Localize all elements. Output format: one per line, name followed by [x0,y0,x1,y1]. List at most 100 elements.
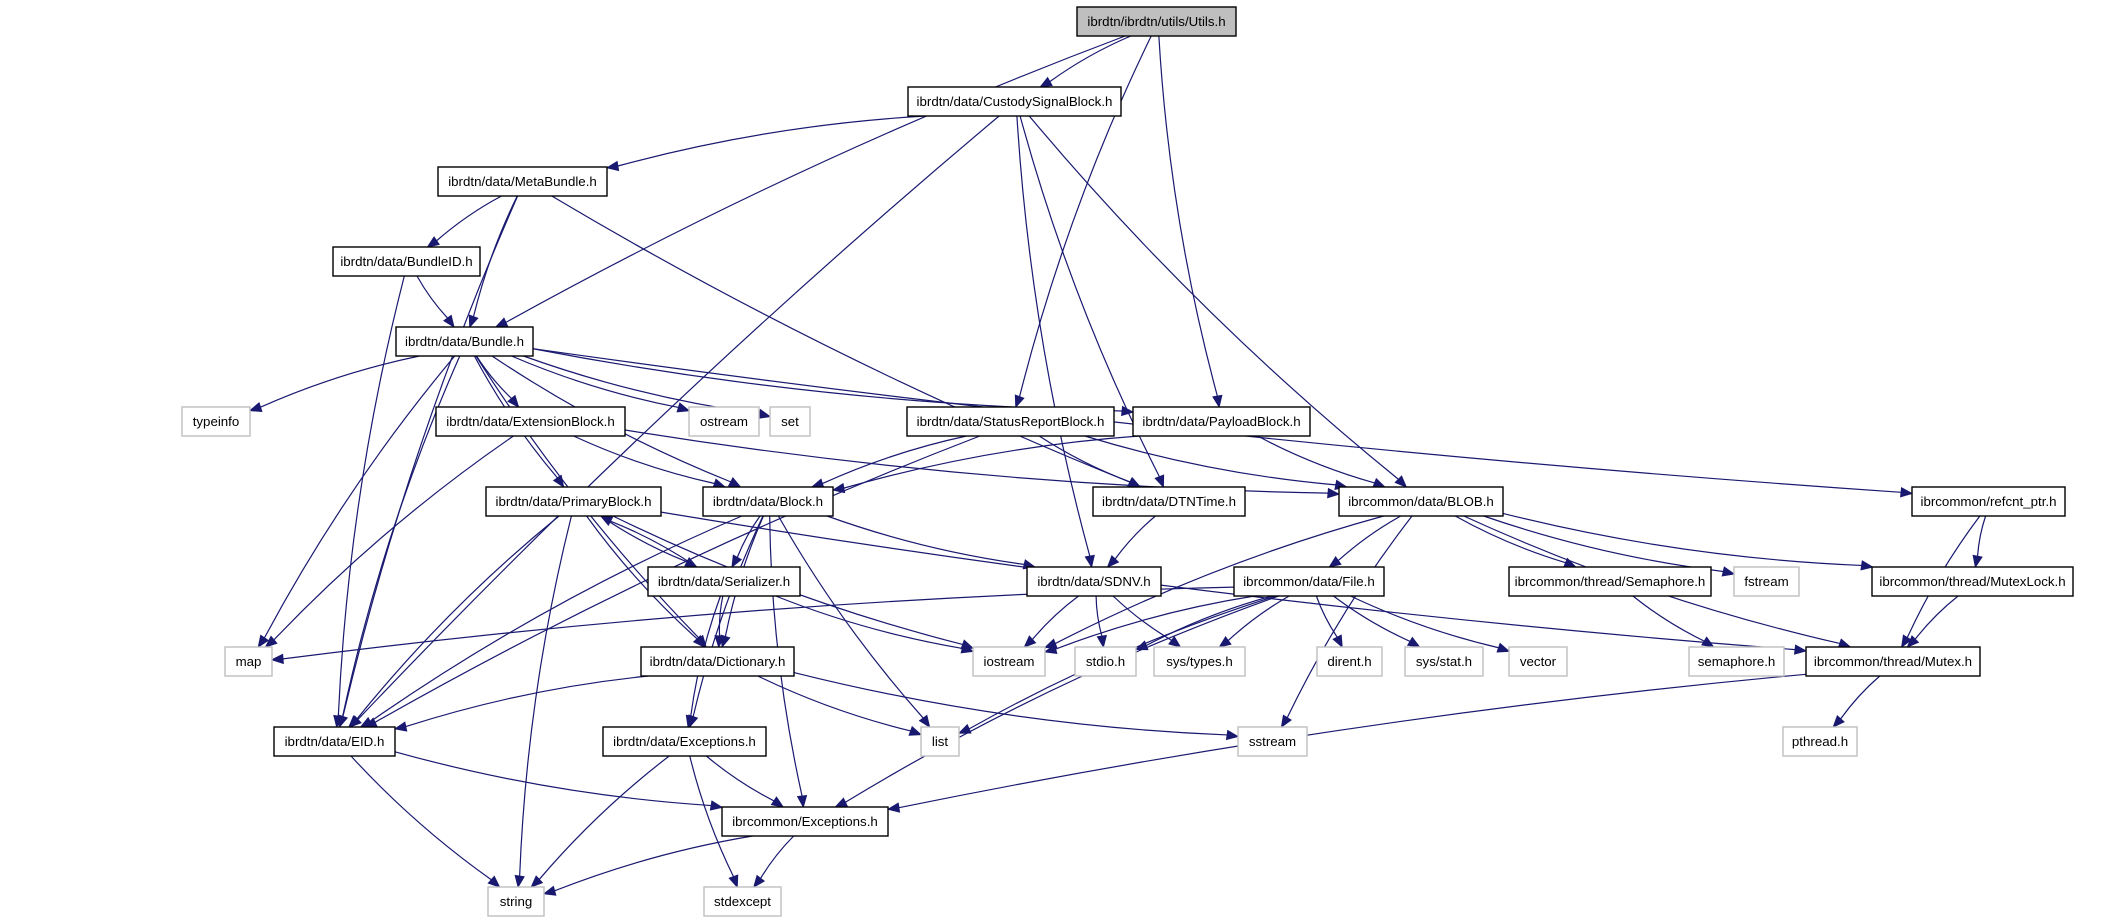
node-label: semaphore.h [1698,654,1776,669]
node-bundle[interactable]: ibrdtn/data/Bundle.h [395,326,534,357]
edge-line [1049,35,1131,83]
edge-dictionary-to-list [757,675,923,736]
node-label: ibrdtn/data/EID.h [285,734,385,749]
node-dictionary[interactable]: ibrdtn/data/Dictionary.h [640,646,795,677]
node-label: ibrdtn/data/ExtensionBlock.h [446,414,615,429]
arrowhead-icon [757,408,772,419]
arrowhead-icon [1023,635,1037,648]
arrowhead-icon [770,796,785,808]
node-label: stdexcept [714,894,771,909]
node-mutex[interactable]: ibrcommon/thread/Mutex.h [1805,646,1981,677]
node-label: iostream [984,654,1035,669]
node-eid[interactable]: ibrdtn/data/EID.h [273,726,396,757]
edge-line [416,275,448,319]
edge-file-to-vector [1350,595,1511,653]
edge-line [394,751,712,807]
node-label: ibrdtn/data/PayloadBlock.h [1142,414,1300,429]
edge-primary-to-mutex [660,511,1808,655]
edge-line [369,515,743,723]
edge-line [1055,595,1255,650]
edge-primary-to-string [514,515,572,889]
edge-blob-to-semaphore [1454,515,1577,568]
node-file[interactable]: ibrcommon/data/File.h [1233,566,1385,597]
edge-line [263,355,456,639]
edge-line [898,673,1807,809]
edge-line [1914,595,1959,640]
arrowhead-icon [264,635,278,648]
node-box [640,646,795,677]
node-label: ibrdtn/data/Exceptions.h [613,734,756,749]
edge-eid-to-ibrexceptions [394,751,724,811]
node-box [1338,486,1504,517]
arrowhead-icon [393,721,408,732]
node-ibrexceptions[interactable]: ibrcommon/Exceptions.h [721,806,889,837]
node-statusreport[interactable]: ibrdtn/data/StatusReportBlock.h [906,406,1115,437]
edge-statusreport-to-blob [1084,435,1348,490]
edge-custody-to-metabundle [605,115,926,172]
node-exceptions[interactable]: ibrdtn/data/Exceptions.h [602,726,767,757]
node-label: ibrdtn/data/CustodySignalBlock.h [917,94,1113,109]
node-box [1805,646,1981,677]
node-sdnv[interactable]: ibrdtn/data/SDNV.h [1026,566,1162,597]
node-label: string [500,894,533,909]
node-utils[interactable]: ibrdtn/ibrdtn/utils/Utils.h [1076,6,1237,37]
edge-exceptions-to-stdexcept [689,755,739,889]
edge-line [538,755,670,880]
edge-sdnv-to-iostream [1023,595,1079,648]
node-box [769,406,811,437]
edge-utils-to-custody [1039,35,1131,88]
node-dtntime[interactable]: ibrdtn/data/DTNTime.h [1092,486,1246,517]
edge-exceptions-to-string [530,755,670,888]
node-primary[interactable]: ibrdtn/data/PrimaryBlock.h [485,486,662,517]
node-box [1092,486,1246,517]
edge-line [1054,515,1384,645]
node-label: ibrdtn/data/MetaBundle.h [448,174,597,189]
node-label: sstream [1249,734,1296,749]
node-bundleid[interactable]: ibrdtn/data/BundleID.h [332,246,481,277]
edge-file-to-iostream [1043,595,1255,655]
edge-line [793,671,1228,736]
node-block[interactable]: ibrdtn/data/Block.h [702,486,834,517]
node-blob[interactable]: ibrcommon/data/BLOB.h [1338,486,1504,517]
arrowhead-icon [1496,642,1511,653]
edge-line [273,435,514,641]
arrowhead-icon [1972,554,1983,569]
edge-blob-to-mutexlock [1502,512,1874,571]
edge-line [777,515,924,719]
edge-line [757,675,911,732]
edge-line [405,675,649,728]
edge-sdnv-to-systypes [1112,595,1182,648]
node-label: sys/types.h [1166,654,1233,669]
node-box [1233,566,1385,597]
node-metabundle[interactable]: ibrdtn/data/MetaBundle.h [437,166,608,197]
edge-extblock-to-block [573,435,727,489]
node-extblock[interactable]: ibrdtn/data/ExtensionBlock.h [435,406,626,437]
node-label: ibrcommon/thread/MutexLock.h [1879,574,2065,589]
arrowhead-icon [494,317,509,328]
edge-line [554,835,753,892]
node-label: ibrcommon/refcnt_ptr.h [1921,494,2057,509]
arrowhead-icon [1860,560,1874,571]
edge-line [1028,115,1399,480]
node-box [485,486,662,517]
edge-line [1976,515,1987,557]
edge-blob-to-sstream [1280,515,1413,729]
edge-line [760,835,795,879]
node-serializer[interactable]: ibrdtn/data/Serializer.h [647,566,801,597]
node-custody[interactable]: ibrdtn/data/CustodySignalBlock.h [907,86,1122,117]
node-mutexlock[interactable]: ibrcommon/thread/MutexLock.h [1871,566,2074,597]
arrowhead-icon [796,794,808,809]
node-payload[interactable]: ibrdtn/data/PayloadBlock.h [1132,406,1311,437]
edge-bundle-to-eid [337,355,461,729]
edge-line [1257,435,1375,484]
node-label: stdio.h [1086,654,1125,669]
arrowhead-icon [1218,635,1232,648]
edge-line [357,115,1000,720]
node-refcnt[interactable]: ibrcommon/refcnt_ptr.h [1911,486,2066,517]
edge-line [1158,35,1218,397]
node-box [1871,566,2074,597]
arrowhead-icon [507,394,520,409]
node-box [1237,726,1308,757]
node-semaphore[interactable]: ibrcommon/thread/Semaphore.h [1508,566,1712,597]
node-label: dirent.h [1327,654,1371,669]
